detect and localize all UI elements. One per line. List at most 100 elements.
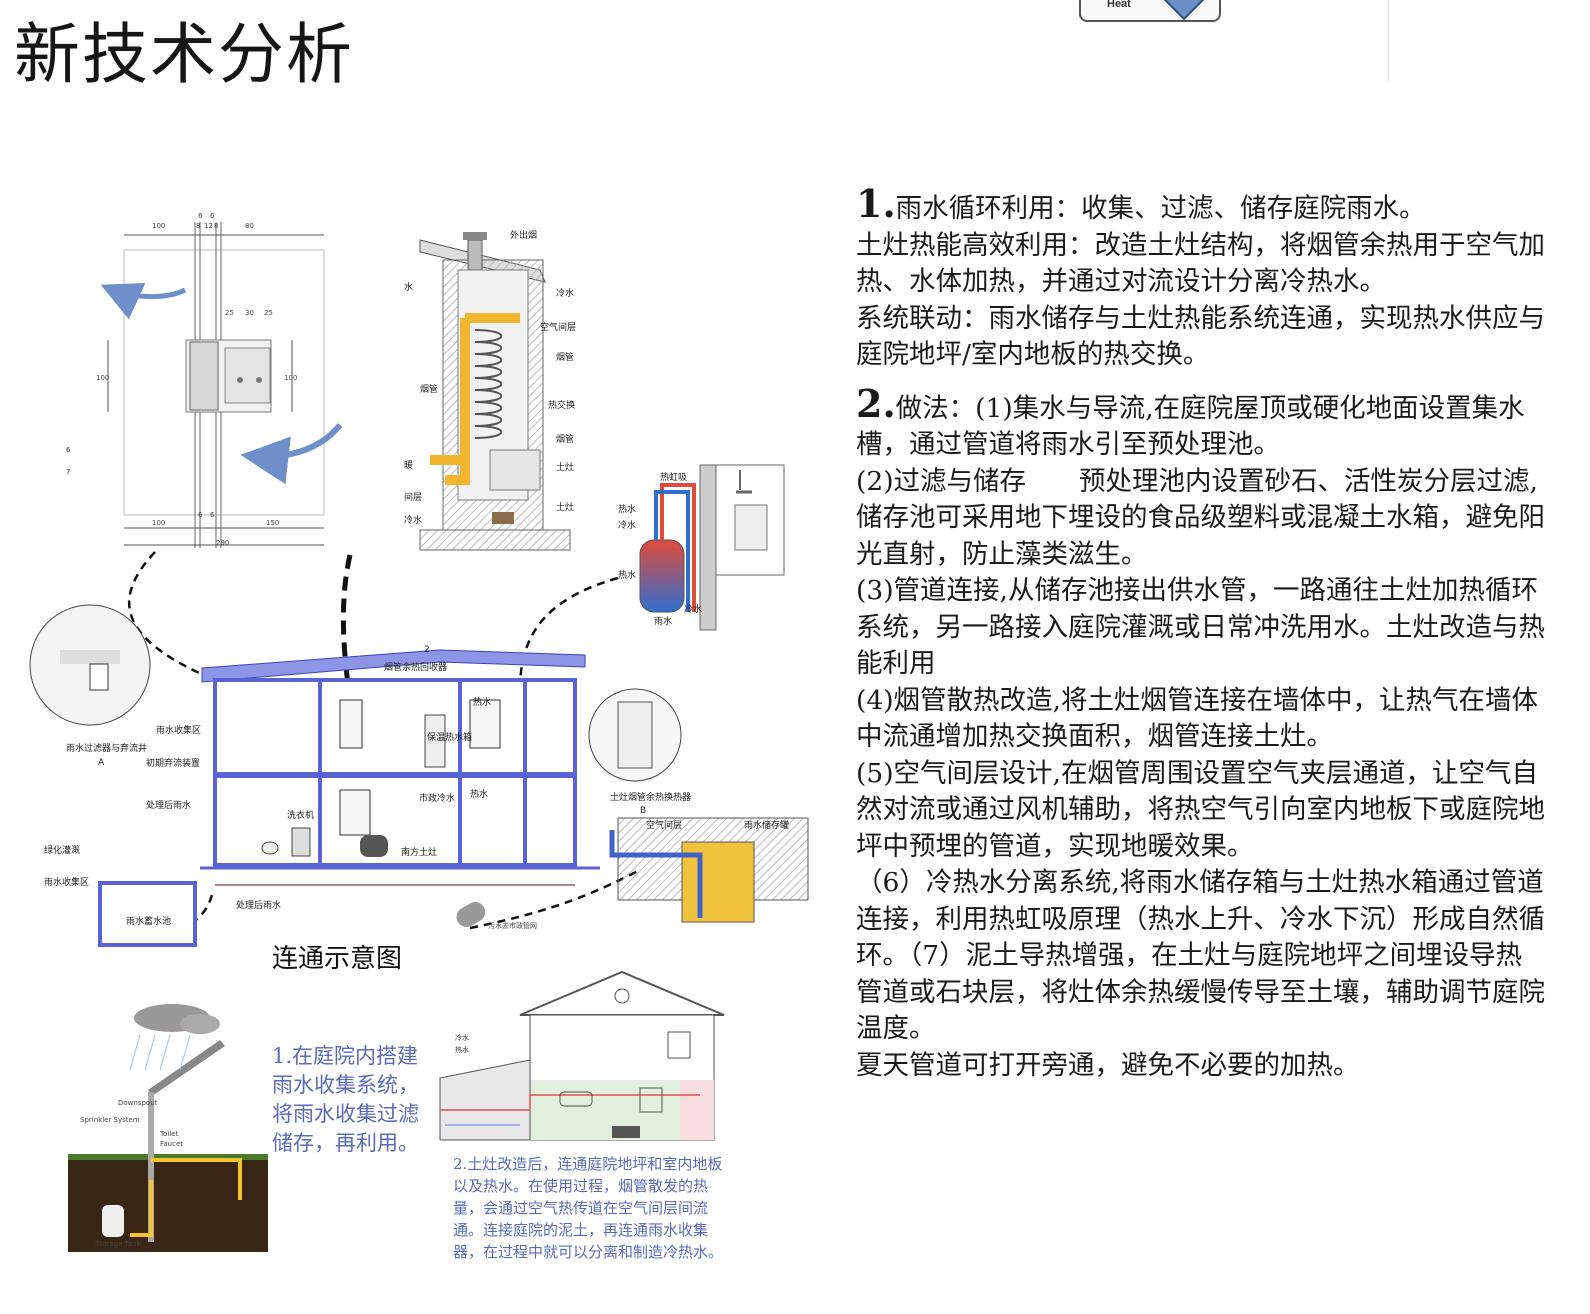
house-label: B [640,806,646,816]
dim-label: 30 [245,309,254,317]
stove-heat-note: 2.土灶改造后，连通庭院地坪和室内地板以及热水。在使用过程，烟管散发的热量，会通… [453,1155,724,1261]
paragraph: 1.雨水循环利用：收集、过滤、储存庭院雨水。 [856,185,1546,228]
dim-label: 100 [152,222,165,230]
house-label: 市政冷水 [419,792,455,804]
chimney-label: 空气间层 [540,321,576,333]
chimney-label: 间层 [404,491,422,503]
divider [1388,0,1389,82]
siphon-label: 热水 [618,503,636,515]
connection-diagram-caption: 连通示意图 [272,944,403,974]
paragraph: 系统联动：雨水储存与土灶热能系统连通，实现热水供应与庭院地坪/室内地板的热交换。 [856,301,1546,374]
house-label: 初期弃流装置 [146,757,200,769]
paragraph-text: 系统联动：雨水储存与土灶热能系统连通，实现热水供应与庭院地坪/室内地板的热交换。 [856,302,1545,371]
house-label: 处理后雨水 [236,899,281,911]
paragraph-text: 土灶热能高效利用：改造土灶结构，将烟管余热用于空气加热、水体加热，并通过对流设计… [856,229,1545,298]
paragraph: （6）冷热水分离系统,将雨水储存箱与土灶热水箱通过管道连接，利用热虹吸原理（热水… [856,865,1546,1048]
heat-icon-badge: Heat [1079,0,1221,22]
dim-label: 6 [210,212,215,220]
house-label: 雨水过滤器与弃流井 [66,742,147,754]
house-label: 南方土灶 [401,846,437,858]
dim-label: 100 [96,374,109,382]
paragraph-text: (3)管道连接,从储存池接出供水管，一路通往土灶加热循环系统，另一路接入庭院灌溉… [856,575,1545,679]
siphon-detail-drawing: 热虹吸 热水 冷水 热水 冷水 雨水 [618,464,785,631]
paragraph: (2)过滤与储存 预处理池内设置砂石、活性炭分层过滤,储存池可采用地下埋设的食品… [856,464,1546,574]
dim-label: 8 [214,222,218,230]
paragraph-text: (2)过滤与储存 预处理池内设置砂石、活性炭分层过滤,储存池可采用地下埋设的食品… [856,465,1545,570]
house-label: 2 [424,645,430,655]
rain-illus-label: Faucet [160,1140,183,1148]
rain-collection-illustration: Downspout Toilet Faucet Sprinkler System… [68,1004,268,1252]
dim-label: 25 [264,309,273,317]
house-label: 热水 [473,696,491,708]
dim-label: 100 [152,519,165,527]
house-label: 绿化灌溉 [44,844,80,856]
dim-label: 100 [284,374,297,382]
house-label: 保温热水箱 [427,731,472,743]
house-label: 雨水储存罐 [744,819,789,831]
chimney-section-drawing: 外出烟 冷水 空气间层 烟管 热交换 烟管 土灶 土灶 水 烟管 暖 间层 冷水 [404,229,576,551]
siphon-label: 雨水 [654,615,672,627]
siphon-label: 热水 [618,569,636,581]
house-heating-illustration: 冷水 热水 [439,970,725,1141]
dim-label: 7 [66,468,70,476]
rain-illus-label: Downspout [118,1099,158,1107]
house-label: A [98,758,105,768]
chimney-label: 热交换 [548,399,575,411]
house-label: 处理后雨水 [146,799,191,811]
house-label: 污水去市政管网 [488,921,537,930]
section-number: 2. [856,380,896,426]
dim-label: 150 [266,519,279,527]
rain-illus-label: Sprinkler System [80,1116,140,1124]
paragraph-text: 雨水循环利用：收集、过滤、储存庭院雨水。 [895,193,1426,224]
rain-collection-note: 1.在庭院内搭建雨水收集系统，将雨水收集过滤储存，再利用。 [272,1044,419,1155]
house-label: 雨水收集区 [156,724,201,736]
siphon-label: 冷水 [618,519,636,531]
dim-label: 6 [198,511,203,519]
paragraph-text: (5)空气间层设计,在烟管周围设置空气夹层通道，让空气自然对流或通过风机辅助，将… [856,757,1545,862]
chimney-label: 烟管 [420,383,438,395]
chimney-label: 外出烟 [510,229,537,241]
paragraph: (5)空气间层设计,在烟管周围设置空气夹层通道，让空气自然对流或通过风机辅助，将… [856,756,1546,866]
chimney-label: 水 [404,281,413,293]
chimney-label: 土灶 [556,461,574,473]
dim-label: 290 [216,539,229,547]
chimney-label: 冷水 [404,514,422,526]
paragraph: 夏天管道可打开旁通，避免不必要的加热。 [856,1048,1546,1085]
dim-label: 80 [245,222,254,230]
page-title: 新技术分析 [14,16,354,93]
dim-label: 6 [210,511,215,519]
analysis-text-panel: 1.雨水循环利用：收集、过滤、储存庭院雨水。 土灶热能高效利用：改造土灶结构，将… [856,185,1546,1085]
house-label: 雨水蓄水池 [126,915,171,927]
chimney-label: 烟管 [556,351,574,363]
siphon-label: 冷水 [684,603,702,615]
paragraph: (3)管道连接,从储存池接出供水管，一路通往土灶加热循环系统，另一路接入庭院灌溉… [856,573,1546,683]
house-label: 洗衣机 [287,809,314,821]
house-label: 雨水收集区 [44,876,89,888]
dim-label: 6 [66,446,71,454]
chimney-label: 烟管 [556,433,574,445]
dim-label: 6 [198,212,203,220]
dim-label: 8 [196,222,200,230]
rain-illus-label: Toilet [159,1130,179,1138]
paragraph-text: 夏天管道可打开旁通，避免不必要的加热。 [856,1049,1360,1081]
paragraph: 2.做法：(1)集水与导流,在庭院屋顶或硬化地面设置集水槽，通过管道将雨水引至预… [856,384,1546,464]
house-section-drawing: 烟管余热回收器 热水 保温热水箱 市政冷水 热水 洗衣机 南方土灶 雨水收集区 … [29,604,809,947]
paragraph-text: (4)烟管散热改造,将土灶烟管连接在墙体中，让热气在墙体中流通增加热交换面积，烟… [856,684,1538,753]
house-label: 烟管余热回收器 [384,661,447,673]
paragraph-text: （6）冷热水分离系统,将雨水储存箱与土灶热水箱通过管道连接，利用热虹吸原理（热水… [856,867,1545,1044]
legend-label: 冷水 [455,1033,469,1042]
chimney-label: 冷水 [556,287,574,299]
siphon-label: 热虹吸 [660,471,687,483]
dim-label: 12 [204,222,213,230]
heat-badge-label: Heat [1107,0,1131,10]
house-label: 热水 [470,788,488,800]
paragraph-text: 做法：(1)集水与导流,在庭院屋顶或硬化地面设置集水槽，通过管道将雨水引至预处理… [856,392,1525,461]
chimney-label: 土灶 [556,501,574,513]
legend-label: 热水 [455,1045,469,1054]
section-number: 1. [856,181,896,226]
dim-label: 25 [225,309,234,317]
house-label: 空气间层 [646,819,682,831]
paragraph: (4)烟管散热改造,将土灶烟管连接在墙体中，让热气在墙体中流通增加热交换面积，烟… [856,683,1546,756]
chimney-label: 暖 [404,459,413,471]
